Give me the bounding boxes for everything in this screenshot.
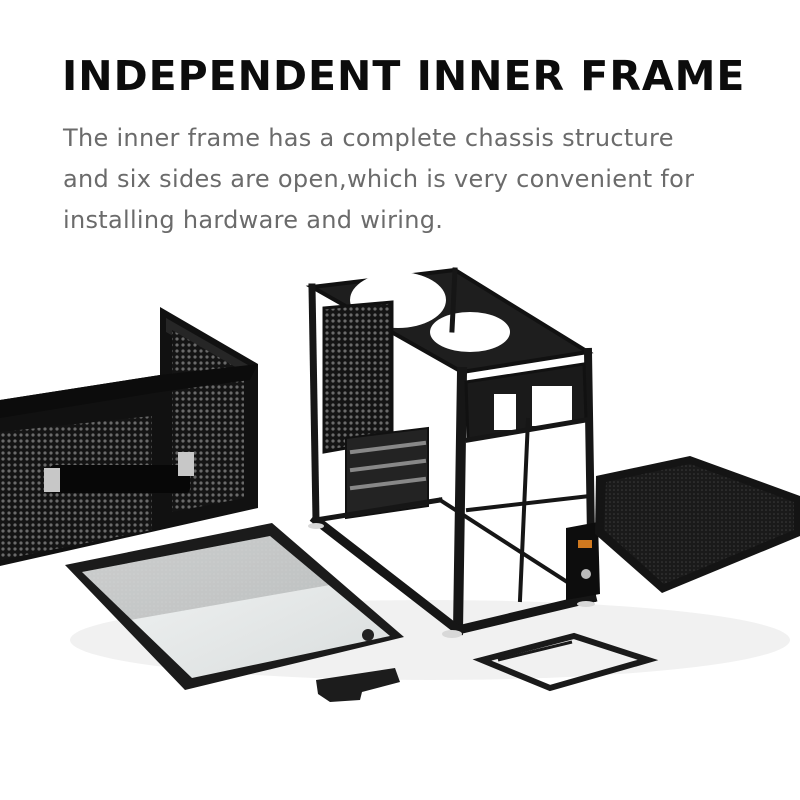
small-bracket	[316, 668, 400, 702]
bottom-tray-bracket	[472, 632, 659, 692]
mesh-side-panel-right	[595, 456, 800, 593]
description-line-2: and six sides are open,which is very con…	[63, 165, 695, 193]
feature-description: The inner frame has a complete chassis s…	[63, 118, 743, 241]
inner-chassis-frame	[305, 267, 600, 638]
headline: INDEPENDENT INNER FRAME	[62, 52, 746, 100]
description-line-1: The inner frame has a complete chassis s…	[63, 124, 674, 152]
outer-shell-panel	[0, 307, 258, 566]
glass-side-panel	[65, 523, 404, 690]
description-line-3: installing hardware and wiring.	[63, 206, 444, 234]
